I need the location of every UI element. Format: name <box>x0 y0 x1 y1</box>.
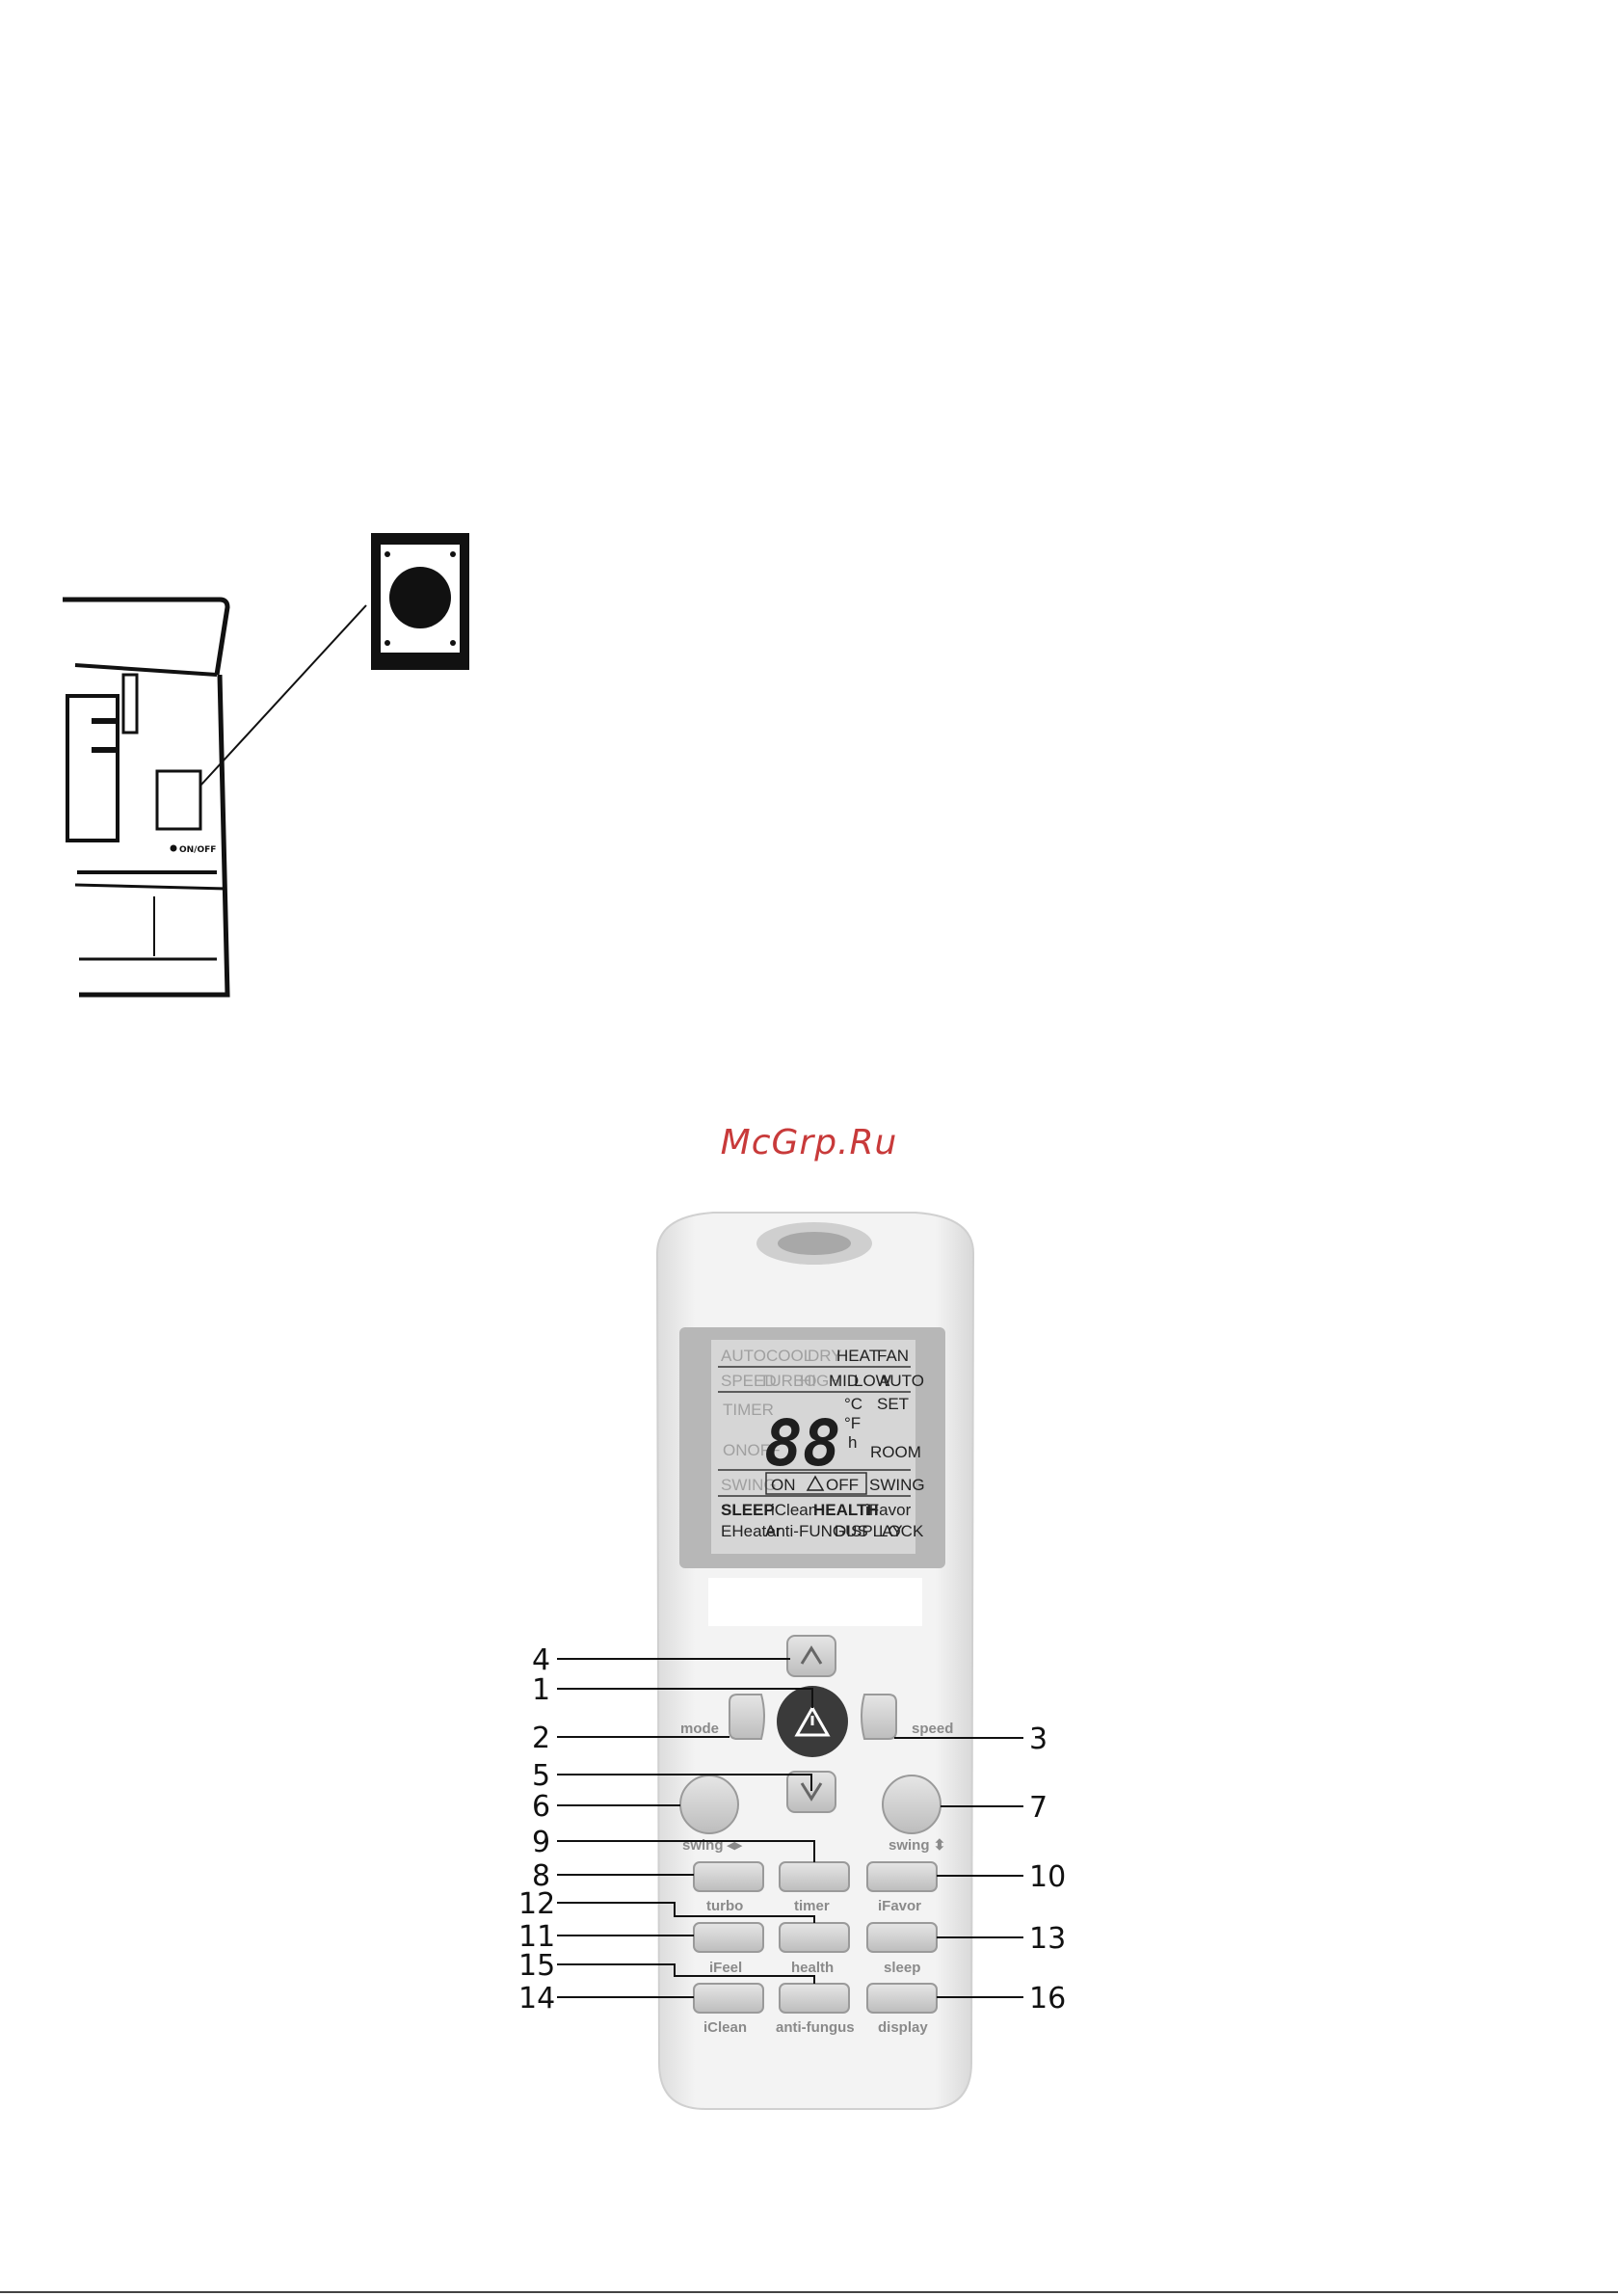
callout-1: 1 <box>532 1673 550 1707</box>
timer-label: timer <box>794 1898 830 1914</box>
iclean-button[interactable] <box>693 1983 764 2014</box>
callout-3: 3 <box>1029 1722 1048 1756</box>
swing-horizontal-label: swing ◂▸ <box>682 1837 743 1854</box>
display-button[interactable] <box>866 1983 938 2014</box>
callout-8: 8 <box>532 1859 550 1893</box>
onoff-indicator-dot <box>170 844 177 852</box>
down-button[interactable] <box>786 1771 836 1813</box>
up-arrow-icon <box>800 1645 823 1665</box>
lcd-mid: MID <box>829 1372 859 1390</box>
lcd-screen <box>711 1340 915 1554</box>
lcd-digits: 88 <box>764 1406 840 1481</box>
callout-15: 15 <box>518 1949 555 1983</box>
callout-2: 2 <box>532 1722 550 1755</box>
lcd-fan: FAN <box>877 1347 909 1365</box>
lcd-cool: COOL <box>766 1347 812 1365</box>
lcd-health: HEALTH <box>813 1501 879 1519</box>
lcd-antifungus: Anti-FUNGUS <box>765 1522 868 1540</box>
sleep-button[interactable] <box>866 1922 938 1953</box>
lcd-unit-f: °F <box>844 1414 861 1432</box>
lcd-auto: AUTO <box>721 1347 766 1365</box>
lcd-set: SET <box>877 1395 909 1413</box>
callout-leader-lines <box>557 1658 1023 1998</box>
swing-horizontal-button[interactable] <box>679 1775 739 1834</box>
indoor-unit-illustration <box>63 597 367 998</box>
lcd-fanauto: AUTO <box>879 1372 924 1390</box>
ifeel-label: iFeel <box>709 1960 742 1976</box>
speed-button[interactable] <box>861 1694 897 1740</box>
down-arrow-icon <box>800 1782 823 1802</box>
lcd-off: OFF <box>826 1476 859 1494</box>
speed-label: speed <box>912 1721 953 1737</box>
lcd-display: DISPLAY <box>835 1522 903 1540</box>
callout-11: 11 <box>518 1920 555 1954</box>
lcd-room: ROOM <box>870 1443 921 1461</box>
callout-5: 5 <box>532 1759 550 1793</box>
lcd-turbo: TURBO <box>759 1372 817 1390</box>
turbo-label: turbo <box>706 1898 743 1914</box>
callout-13: 13 <box>1029 1922 1066 1956</box>
callout-4: 4 <box>532 1643 550 1677</box>
antifungus-label: anti-fungus <box>776 2019 855 2036</box>
swing-vertical-button[interactable] <box>882 1775 942 1834</box>
callout-7: 7 <box>1029 1791 1048 1825</box>
lcd-sleep: SLEEP <box>721 1501 775 1519</box>
watermark: McGrp.Ru <box>720 1123 898 1162</box>
lcd-heat: HEAT <box>836 1347 879 1365</box>
lcd-eheater: EHeater <box>721 1522 782 1540</box>
lcd-iclean: iClean <box>771 1501 817 1519</box>
ifavor-button[interactable] <box>866 1861 938 1892</box>
turbo-button[interactable] <box>693 1861 764 1892</box>
lcd-onoff: ONOFF <box>723 1441 781 1459</box>
ifavor-label: iFavor <box>878 1898 921 1914</box>
callout-16: 16 <box>1029 1982 1066 2016</box>
callout-14: 14 <box>518 1982 555 2016</box>
lcd-ifavor: iFavor <box>865 1501 912 1519</box>
callout-12: 12 <box>518 1887 555 1921</box>
lcd-unit-c: °C <box>844 1395 862 1413</box>
lcd-speed: SPEED <box>721 1372 777 1390</box>
iclean-label: iClean <box>703 2019 747 2036</box>
lcd-dry: DRY <box>808 1347 842 1365</box>
lcd-low: LOW <box>854 1372 891 1390</box>
lcd-content: AUTO COOL DRY HEAT FAN SPEED TURBO HIGH … <box>718 1347 925 1540</box>
lcd-swing-right: SWING <box>869 1476 925 1494</box>
lcd-timer: TIMER <box>723 1401 774 1419</box>
swing-vertical-label: swing ⬍ <box>889 1837 945 1854</box>
power-icon <box>794 1704 831 1737</box>
antifungus-button[interactable] <box>779 1983 850 2014</box>
sleep-label: sleep <box>884 1960 920 1976</box>
lcd-high: HIGH <box>800 1372 841 1390</box>
onoff-label: ON/OFF <box>179 845 216 855</box>
callout-9: 9 <box>532 1826 550 1859</box>
ifeel-button[interactable] <box>693 1922 764 1953</box>
mode-button[interactable] <box>729 1694 765 1740</box>
health-label: health <box>791 1960 834 1976</box>
timer-button[interactable] <box>779 1861 850 1892</box>
health-button[interactable] <box>779 1922 850 1953</box>
lcd-unit-h: h <box>848 1433 857 1452</box>
callout-10: 10 <box>1029 1860 1066 1894</box>
mode-label: mode <box>680 1721 719 1737</box>
up-button[interactable] <box>786 1635 836 1677</box>
onoff-button-inset <box>371 533 469 670</box>
lcd-on: ON <box>771 1476 796 1494</box>
display-label: display <box>878 2019 928 2036</box>
lcd-swing-left: SWING <box>721 1476 777 1494</box>
callout-6: 6 <box>532 1790 550 1824</box>
lcd-lock: LOCK <box>879 1522 924 1540</box>
